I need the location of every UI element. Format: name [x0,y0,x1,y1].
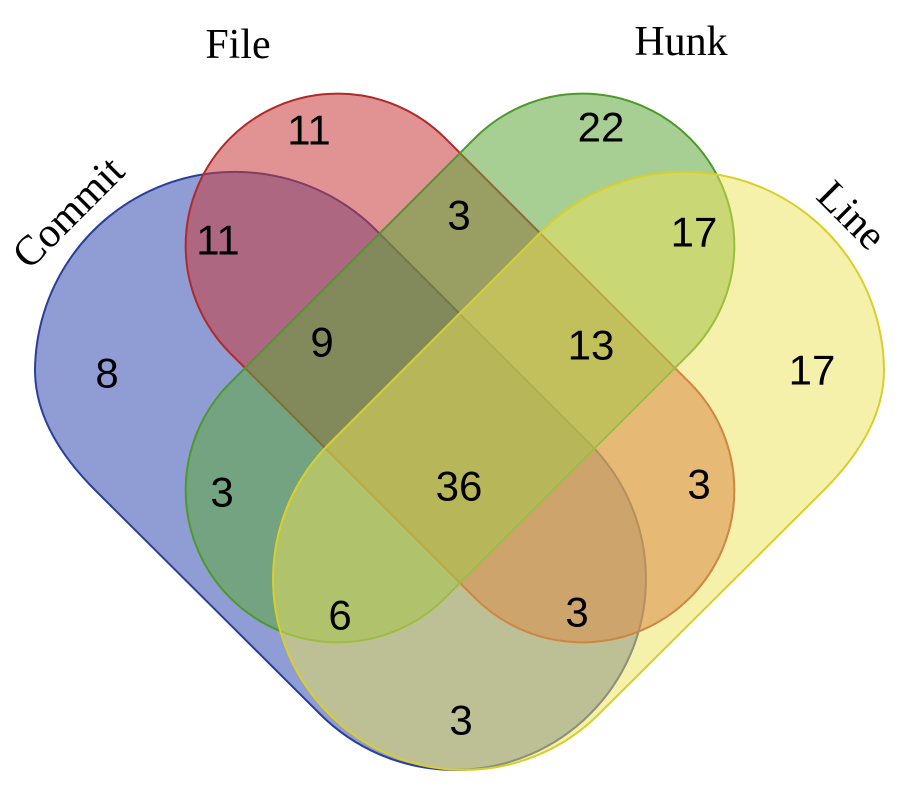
count-file-hunk-line: 13 [568,322,615,369]
count-commit-file-hunk: 9 [310,319,333,366]
count-commit-file-line: 3 [565,589,588,636]
count-commit-file: 11 [196,217,240,264]
count-commit-hunk-line: 6 [328,592,351,639]
count-commit-line: 3 [449,697,472,744]
count-commit-hunk: 3 [210,469,233,516]
set-label-file: File [205,22,270,68]
count-hunk-line: 17 [671,209,718,256]
count-file-line: 3 [687,461,710,508]
count-all-four: 36 [436,463,483,510]
set-shape-line [272,170,886,771]
count-hunk-only: 22 [578,104,625,151]
count-file-only: 11 [287,107,331,154]
count-commit-only: 8 [95,350,118,397]
count-line-only: 17 [789,347,836,394]
set-label-hunk: Hunk [634,19,727,65]
count-file-hunk: 3 [447,192,470,239]
